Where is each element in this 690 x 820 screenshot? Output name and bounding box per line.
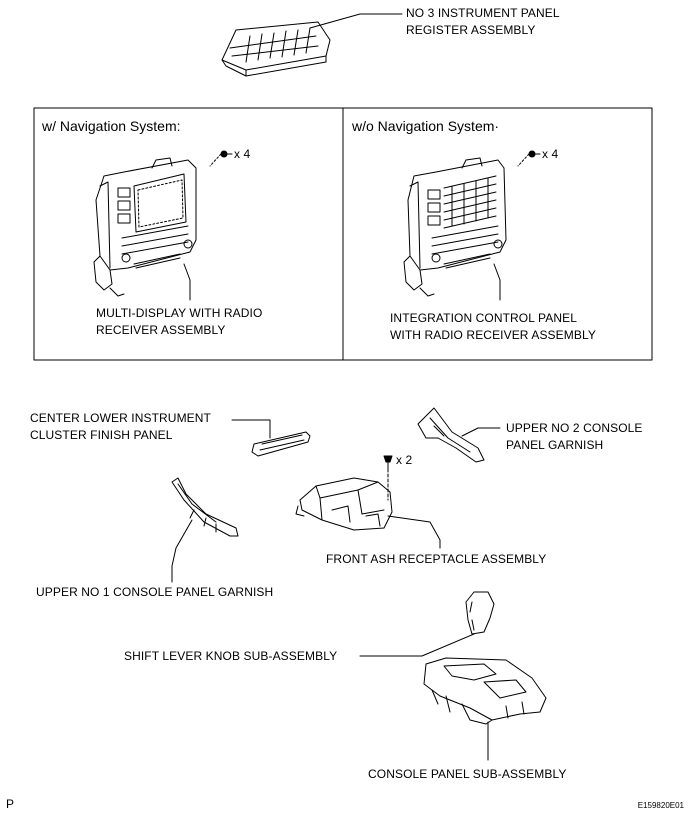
integration-panel-icon — [403, 157, 507, 297]
right-panel-header: w/o Navigation System· — [352, 118, 500, 134]
clip-icon — [209, 150, 233, 167]
register-vent-icon — [221, 21, 331, 77]
finish-panel-icon — [251, 431, 311, 457]
garnish-no2-leader-line — [461, 427, 501, 437]
center-lower-label-line1: CENTER LOWER INSTRUMENT — [30, 411, 211, 425]
center-lower-label-line2: CLUSTER FINISH PANEL — [30, 428, 173, 442]
multi-display-leader-line — [183, 263, 191, 301]
upper-no1-label: UPPER NO 1 CONSOLE PANEL GARNISH — [36, 585, 274, 599]
garnish-no1-leader-line — [171, 519, 193, 583]
register-label-line1: NO 3 INSTRUMENT PANEL — [406, 6, 560, 20]
upper-no2-label-line1: UPPER NO 2 CONSOLE — [506, 421, 643, 435]
integration-panel-label-line2: WITH RADIO RECEIVER ASSEMBLY — [390, 328, 596, 342]
shift-knob-icon — [465, 591, 495, 635]
register-label-line2: REGISTER ASSEMBLY — [406, 23, 536, 37]
register-leader-line — [309, 13, 403, 29]
multi-display-icon — [93, 157, 197, 297]
multi-display-label-line2: RECEIVER ASSEMBLY — [96, 323, 226, 337]
figure-code: E159820E01 — [637, 801, 684, 810]
garnish-no2-icon — [417, 407, 485, 463]
ash-receptacle-icon — [295, 477, 393, 531]
left-panel-header: w/ Navigation System: — [42, 118, 181, 134]
left-clip-quantity: x 4 — [234, 147, 251, 161]
multi-display-label-line1: MULTI-DISPLAY WITH RADIO — [96, 306, 263, 320]
screw-icon — [383, 455, 393, 473]
screw-quantity: x 2 — [396, 453, 413, 467]
clip-icon — [517, 150, 541, 167]
console-panel-icon — [423, 657, 547, 725]
shift-knob-label: SHIFT LEVER KNOB SUB-ASSEMBLY — [124, 649, 338, 663]
console-panel-label: CONSOLE PANEL SUB-ASSEMBLY — [368, 767, 567, 781]
upper-no2-label-line2: PANEL GARNISH — [506, 438, 604, 452]
garnish-no1-icon — [171, 477, 239, 537]
ash-receptacle-leader-line — [387, 515, 441, 549]
integration-panel-label-line1: INTEGRATION CONTROL PANEL — [390, 311, 577, 325]
ash-receptacle-label: FRONT ASH RECEPTACLE ASSEMBLY — [326, 552, 547, 566]
right-clip-quantity: x 4 — [542, 147, 559, 161]
footer-left-mark: P — [6, 797, 15, 811]
right-panel-frame — [342, 107, 653, 361]
shift-knob-leader-line — [359, 633, 475, 657]
finish-panel-leader-line — [231, 419, 271, 439]
integration-leader-line — [493, 263, 501, 301]
